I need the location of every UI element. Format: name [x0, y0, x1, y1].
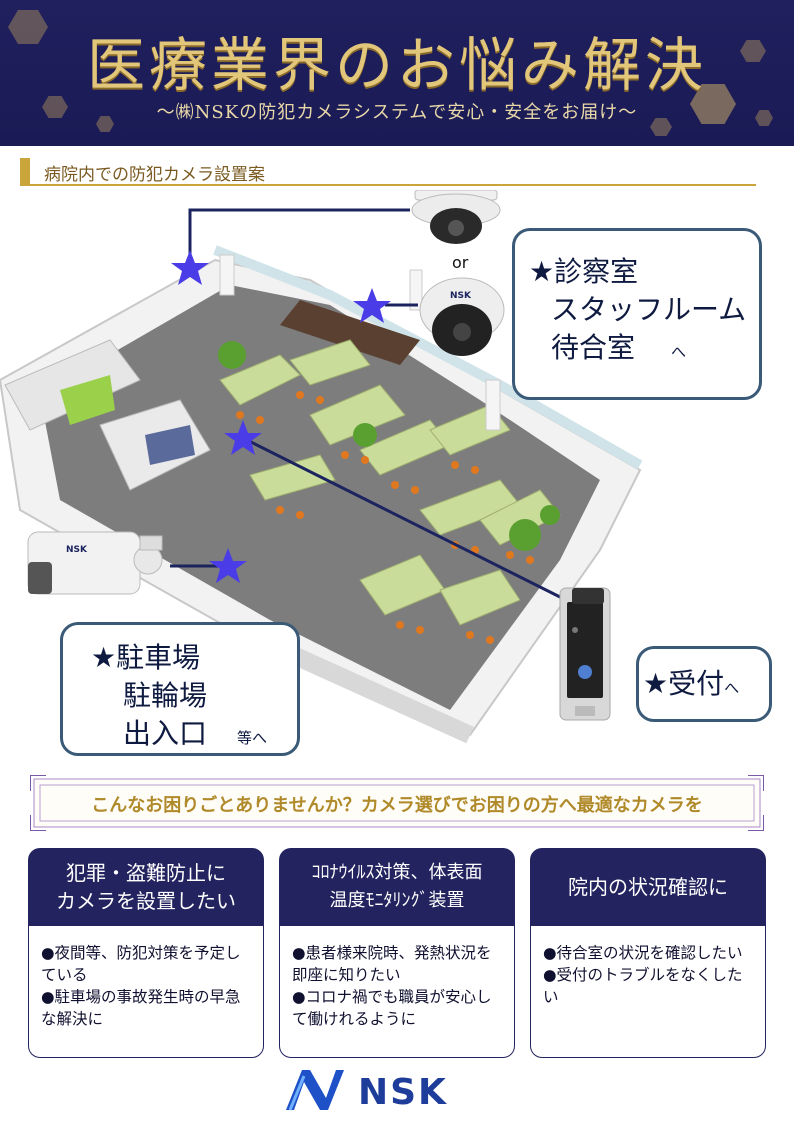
- callout-indoor-line1: ★診察室: [529, 255, 639, 288]
- nsk-logo: NSK: [286, 1070, 448, 1113]
- nsk-logo-text: NSK: [358, 1072, 448, 1113]
- card-body: ●患者様来院時、発熱状況を即座に知りたい ●コロナ禍でも職員が安心して働けれるよ…: [279, 926, 515, 1058]
- room: [4, 339, 141, 431]
- callout-outdoor-line3: 出入口等へ: [123, 717, 268, 750]
- page-subtitle: 〜㈱NSKの防犯カメラシステムで安心・安全をお届け〜: [156, 102, 638, 123]
- callout-outdoor-line1: ★駐車場: [91, 641, 201, 674]
- header-banner: 医療業界のお悩み解決 〜㈱NSKの防犯カメラシステムで安心・安全をお届け〜: [0, 0, 794, 146]
- camera-position-star: [353, 288, 391, 323]
- callout-reception-line: ★受付へ: [643, 667, 740, 700]
- card-title: ｺﾛﾅｳｲﾙｽ対策、体表面 温度ﾓﾆﾀﾘﾝｸﾞ装置: [311, 862, 483, 911]
- hexagon-decoration: [690, 84, 736, 124]
- callout-indoor-line3: 待合室へ: [551, 331, 687, 364]
- desk-clusters: [219, 339, 561, 626]
- camera-position-stars: [171, 250, 391, 583]
- green-wall: [60, 375, 115, 425]
- floor-plan-illustration: or NSK NSK: [0, 190, 643, 744]
- card-title: 院内の状況確認に: [568, 875, 728, 899]
- card-bullet: ●夜間等、防犯対策を予定している: [41, 944, 241, 984]
- callout-outdoor-line2: 駐輪場: [123, 679, 208, 712]
- svg-text:NSK: NSK: [66, 545, 88, 555]
- callout-outdoor: ★駐車場 駐輪場 出入口等へ: [60, 622, 300, 756]
- card-bullet: ●患者様来院時、発熱状況を即座に知りたい: [292, 944, 492, 984]
- connector-line: [188, 208, 410, 265]
- card-bullet: ●待合室の状況を確認したい: [543, 944, 743, 962]
- card-header: 院内の状況確認に: [530, 848, 766, 926]
- camera-position-star: [209, 548, 247, 583]
- dome-camera-image: NSK: [419, 277, 505, 356]
- page-title: 医療業界のお悩み解決: [86, 31, 707, 99]
- card-temperature-monitoring: ｺﾛﾅｳｲﾙｽ対策、体表面 温度ﾓﾆﾀﾘﾝｸﾞ装置 ●患者様来院時、発熱状況を即…: [279, 848, 515, 1058]
- hexagon-decoration: [42, 96, 68, 118]
- hexagon-decoration: [740, 40, 766, 62]
- card-header: 犯罪・盗難防止に カメラを設置したい: [28, 848, 264, 926]
- section-divider: [20, 184, 756, 186]
- card-bullet: ●受付のトラブルをなくしたい: [543, 966, 743, 1006]
- callout-reception: ★受付へ: [636, 646, 772, 722]
- card-header: ｺﾛﾅｳｲﾙｽ対策、体表面 温度ﾓﾆﾀﾘﾝｸﾞ装置: [279, 848, 515, 926]
- callout-indoor: ★診察室 スタッフルーム 待合室へ: [512, 228, 762, 400]
- callout-outdoor-suffix: 等へ: [237, 729, 268, 747]
- or-label: or: [452, 253, 469, 272]
- hexagon-decoration: [96, 116, 114, 132]
- section-marker: [20, 158, 30, 184]
- hexagon-decoration: [8, 10, 48, 44]
- callout-indoor-line2: スタッフルーム: [551, 293, 747, 326]
- card-bullet: ●駐車場の事故発生時の早急な解決に: [41, 988, 241, 1028]
- card-title: 犯罪・盗難防止に カメラを設置したい: [56, 861, 236, 913]
- plants: [218, 341, 560, 551]
- card-crime-prevention: 犯罪・盗難防止に カメラを設置したい ●夜間等、防犯対策を予定している ●駐車場…: [28, 848, 264, 1058]
- ptz-camera-image: [411, 190, 501, 244]
- callout-indoor-suffix: へ: [671, 343, 687, 361]
- hexagon-decoration: [755, 110, 773, 126]
- section-title: 病院内での防犯カメラ設置案: [44, 165, 265, 185]
- temperature-terminal-image: [559, 587, 611, 721]
- banner-frame: [30, 775, 764, 831]
- card-status-check: 院内の状況確認に ●待合室の状況を確認したい ●受付のトラブルをなくしたい: [530, 848, 766, 1058]
- callout-reception-suffix: へ: [724, 679, 740, 697]
- card-bullet: ●コロナ禍でも職員が安心して働けれるように: [292, 988, 492, 1028]
- chairs: [236, 391, 534, 644]
- card-body: ●夜間等、防犯対策を予定している ●駐車場の事故発生時の早急な解決に: [28, 926, 264, 1058]
- meeting-table: [145, 425, 195, 465]
- bullet-camera-image: NSK: [27, 531, 163, 595]
- camera-position-star: [171, 250, 209, 285]
- pillars: [219, 254, 501, 431]
- wood-floor: [280, 300, 420, 365]
- camera-position-star: [224, 420, 262, 455]
- svg-text:NSK: NSK: [450, 291, 472, 301]
- hexagon-decoration: [650, 118, 672, 136]
- connector-line: [242, 436, 563, 600]
- card-body: ●待合室の状況を確認したい ●受付のトラブルをなくしたい: [530, 926, 766, 1058]
- nsk-logo-mark: [286, 1070, 344, 1110]
